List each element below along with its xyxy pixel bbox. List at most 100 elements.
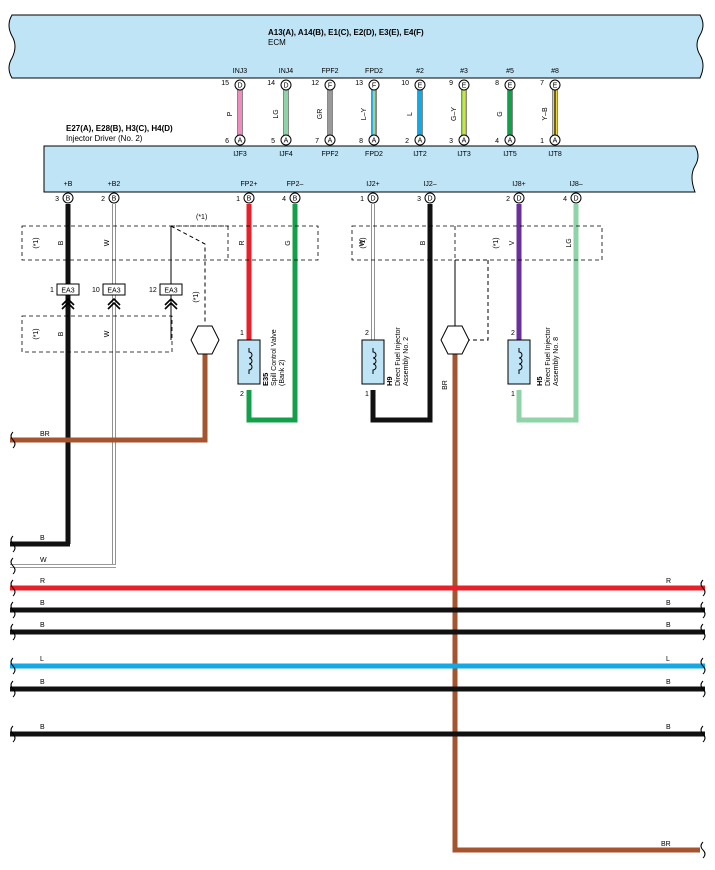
comp-h9-sub: Assembly No. 2 [403, 337, 410, 386]
bus-line-2-label-left: B [40, 600, 45, 607]
driver-out-3-connector [243, 192, 255, 204]
ecm-link-7-wire-code: G [497, 111, 504, 116]
junction-arrow-12 [164, 297, 178, 310]
ecm-link-8-ecm-connector [549, 79, 561, 91]
ecm-name: ECM [268, 38, 286, 47]
driver-out-6-label: IJ2– [423, 181, 436, 188]
ecm-link-2-ecm-pin: 14 [267, 80, 275, 87]
ecm-link-5-ecm-label: #2 [416, 68, 424, 75]
shields: (*1) B W (*1) R G (*1) W B (*1) V LG (*1… [21, 214, 603, 353]
break-mark-left-5 [10, 601, 16, 619]
driver-out-1-label: +B [64, 181, 73, 188]
ecm-link-5-driver-pin: 2 [405, 138, 409, 145]
comp-e35-body [237, 339, 261, 385]
driver-connectors: E27(A), E28(B), H3(C), H4(D) [66, 124, 173, 133]
comp-h5-pin-top: 2 [511, 330, 515, 337]
driver-out-3-connector-letter: B [247, 196, 252, 203]
ecm-link-1-ecm-connector-letter: D [237, 83, 242, 90]
ecm-link-8-ecm-pin: 7 [540, 80, 544, 87]
driver-out-1-connector [62, 192, 74, 204]
junction-box-12 [159, 283, 183, 296]
driver-out-2-label: +B2 [108, 181, 121, 188]
break-mark-left-8 [10, 680, 16, 698]
junction-arrow-10 [107, 297, 121, 310]
shield-note-d: (*1) [493, 237, 500, 248]
shield-wire-e2: W [104, 330, 111, 337]
break-mark-right-6 [700, 725, 706, 743]
junction-arrow-1 [61, 297, 75, 310]
comp-h5-coil-icon [518, 348, 523, 374]
wire-ij8-minus [516, 204, 579, 423]
ecm-link-3-driver-connector [324, 134, 336, 146]
ecm-link-7-driver-connector [504, 134, 516, 146]
comp-h9-code: H9 [385, 376, 394, 386]
comp-h5-pin-bottom: 1 [511, 391, 515, 398]
comp-h5-name: Direct Fuel Injector [545, 327, 552, 386]
ecm-link-3-ecm-connector-letter: F [328, 83, 332, 90]
ecm-link-2-driver-pin: 5 [271, 138, 275, 145]
bus-line-6-label-right: B [666, 724, 671, 731]
comp-e35-name: Spill Control Valve [271, 329, 278, 386]
bus-line-1-label-right: R [666, 578, 671, 585]
ecm-link-3-ecm-pin: 12 [311, 80, 319, 87]
bus-line-3-label-left: B [40, 622, 45, 629]
driver-out-4-label: FP2– [287, 181, 304, 188]
ground-hex-2 [440, 325, 470, 355]
driver-out-7-connector-letter: D [516, 196, 521, 203]
ecm-link-4-ecm-connector-letter: F [372, 83, 376, 90]
driver-out-2-pin: 2 [101, 196, 105, 203]
ecm-link-5-wire-code: L [407, 112, 414, 116]
ecm-link-2-ecm-connector [280, 79, 292, 91]
ecm-link-2-driver-label: IJF4 [279, 151, 293, 158]
ecm-link-6-wire-code: G–Y [451, 107, 458, 121]
ecm-link-3-driver-pin: 7 [315, 138, 319, 145]
junction-box-10 [102, 283, 126, 296]
ecm-link-1-driver-connector [234, 134, 246, 146]
break-mark-left-7 [10, 657, 16, 675]
ecm-link-8-ecm-connector-letter: E [553, 83, 558, 90]
break-mark-right-5 [700, 680, 706, 698]
ecm-link-5-ecm-connector [414, 79, 426, 91]
break-mark-left-3 [10, 557, 16, 575]
driver-out-8-pin: 4 [563, 196, 567, 203]
break-mark-left-4 [10, 579, 16, 597]
bus-line-3-label-right: B [666, 622, 671, 629]
ecm-link-7-ecm-pin: 8 [495, 80, 499, 87]
ground-wire-label: BR [442, 380, 449, 390]
comp-h9-name: Direct Fuel Injector [395, 327, 402, 386]
break-mark-left-1 [10, 431, 16, 449]
ecm-link-3-driver-label: FPF2 [321, 151, 338, 158]
ecm-link-4-driver-label: FPD2 [365, 151, 383, 158]
driver-out-5-connector [367, 192, 379, 204]
driver-out-5-pin: 1 [360, 196, 364, 203]
shield-drain-d [466, 260, 489, 341]
driver-out-4-connector [289, 192, 301, 204]
ecm-link-4-wire-code: L–Y [361, 107, 368, 120]
driver-out-6-connector [424, 192, 436, 204]
bus-line-1-label-left: R [40, 578, 45, 585]
ecm-link-1-ecm-connector [234, 79, 246, 91]
ecm-link-3-ecm-connector [324, 79, 336, 91]
components: 1 2 E35 Spill Control Valve (Bank 2) 2 1… [237, 327, 560, 398]
driver-out-4-pin: 4 [282, 196, 286, 203]
driver-out-5-connector-letter: D [370, 196, 375, 203]
ecm-link-7-driver-connector-letter: A [508, 138, 513, 145]
ecm-link-2-driver-connector [280, 134, 292, 146]
shield-note-e: (*1) [33, 328, 40, 339]
wire-label-w-left: W [40, 557, 47, 564]
ecm-link-8-driver-pin: 1 [540, 138, 544, 145]
shield-wire-a1: B [58, 240, 65, 245]
shield-wire-e1: B [58, 331, 65, 336]
ecm-link-7-ecm-connector-letter: E [508, 83, 513, 90]
shield-note-c: (*1) [360, 237, 367, 248]
driver-out-2-connector [108, 192, 120, 204]
ecm-link-4-ecm-connector [368, 79, 380, 91]
shield-note-f: (*1) [193, 291, 200, 302]
driver-out-5-label: IJ2+ [366, 181, 379, 188]
comp-h5-sub: Assembly No. 8 [553, 337, 560, 386]
shield-box-a [21, 225, 319, 261]
shield-box-e [21, 315, 173, 353]
wire-ij2-minus [370, 204, 433, 423]
